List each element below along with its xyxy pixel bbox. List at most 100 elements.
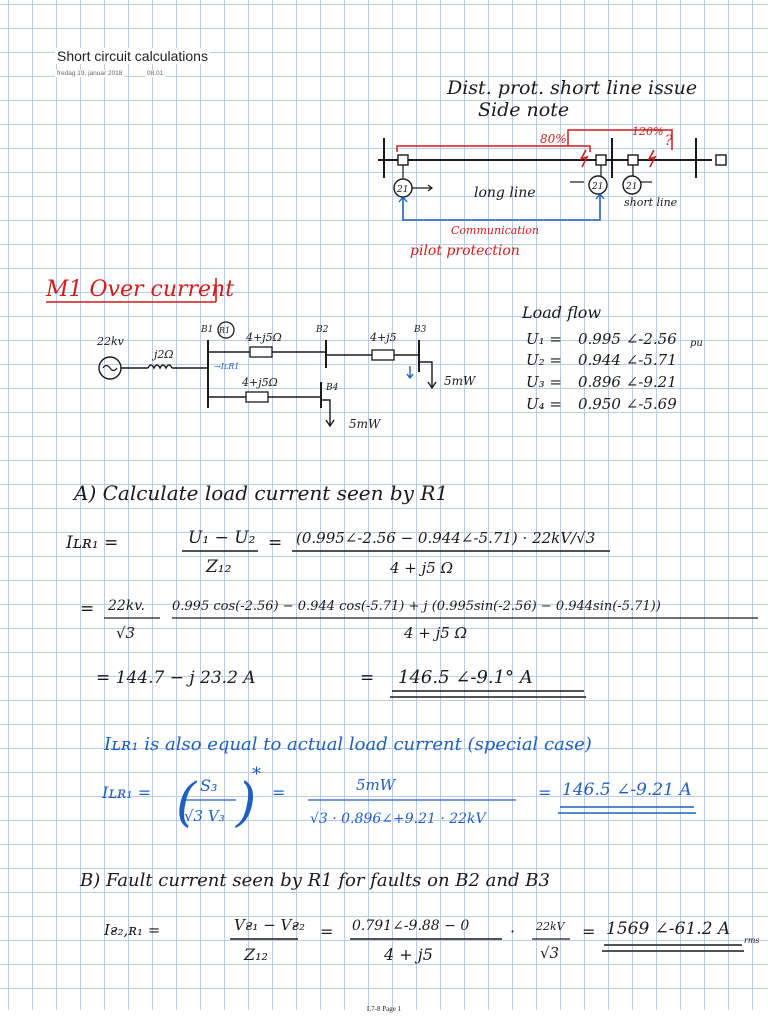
load-b4: 5mW (349, 417, 382, 431)
impedance-z14 (245, 391, 269, 403)
part-b-frac1-num: Vғ₁ − Vғ₂ (234, 916, 305, 934)
circuit-diagram: 22kv j2Ω B1 R1 B2 B3 B4 4+j5Ω →IʟR1 4+j5 (96, 321, 477, 431)
bus-b2-label: B2 (315, 325, 329, 335)
source-impedance: j2Ω (151, 348, 174, 361)
load-flow-row: U₂ = 0.944 ∠-5.71 (526, 351, 677, 369)
part-a-line2-pre-den: √3 (116, 624, 135, 642)
svg-text:U₁ =: U₁ = (526, 330, 562, 348)
long-line-label: long line (474, 185, 536, 201)
impedance-z14-label: 4+j5Ω (241, 376, 278, 389)
part-a-note-statement: Iʟʀ₁ is also equal to actual load curren… (103, 734, 592, 755)
fault-mark-1 (579, 149, 589, 168)
svg-text:pu: pu (690, 338, 703, 349)
reach-80-label: 80% (540, 132, 567, 146)
bus-b3-label: B3 (413, 325, 427, 335)
part-b-frac3-num: 22kV (535, 920, 566, 933)
breaker-4 (715, 154, 727, 166)
load-flow-row: U₁ = 0.995 ∠-2.56 pu (526, 330, 703, 349)
bus-b1-label: B1 (200, 325, 213, 335)
breaker-3 (627, 154, 639, 166)
svg-text:U₄ =: U₄ = (526, 395, 562, 413)
source-reactance (147, 364, 173, 370)
svg-text:0.950 ∠-5.69: 0.950 ∠-5.69 (578, 395, 677, 413)
part-b-frac2-den: 4 + j5 (383, 945, 433, 964)
reach-120-label: 120% (632, 125, 663, 138)
impedance-z23 (371, 349, 395, 361)
impedance-z23-label: 4+j5 (369, 331, 397, 344)
breaker-2 (595, 154, 607, 166)
svg-text:U₂ =: U₂ = (526, 351, 562, 369)
part-a-note-lhs: Iʟʀ₁ = (101, 783, 151, 802)
part-a-heading: A) Calculate load current seen by R1 (72, 481, 448, 505)
pilot-link (402, 194, 601, 221)
bus-b4-label: B4 (325, 383, 339, 393)
part-a-note-eq2: = (538, 783, 551, 802)
part-b: B) Fault current seen by R1 for faults o… (79, 870, 760, 964)
fault-mark-2 (647, 149, 657, 168)
source-voltage: 22kv (96, 335, 125, 348)
load-flow-title: Load flow (521, 303, 601, 322)
current-label: →IʟR1 (214, 362, 239, 371)
part-a-line3-eq: = (360, 668, 374, 688)
load-b3: 5mW (444, 374, 477, 388)
svg-text:0.995 ∠-2.56: 0.995 ∠-2.56 (578, 330, 677, 348)
svg-text:): ) (235, 773, 256, 833)
reach-80-bracket (396, 145, 591, 152)
part-a-note-star: * (252, 764, 261, 785)
part-a-line2-pre-num: 22kv. (107, 598, 145, 614)
load-flow-row: U₃ = 0.896 ∠-9.21 (526, 373, 677, 391)
part-a-note: Iʟʀ₁ is also equal to actual load curren… (101, 734, 696, 833)
part-a-frac2-num: (0.995∠-2.56 − 0.944∠-5.71) · 22kV/√3 (296, 529, 595, 547)
part-b-lhs: Iғ₂,ʀ₁ = (103, 921, 160, 939)
part-b-frac1-den: Z₁₂ (243, 945, 268, 964)
load-flow-row: U₄ = 0.950 ∠-5.69 (526, 395, 677, 413)
load-flow: Load flow U₁ = 0.995 ∠-2.56 pu U₂ = 0.94… (521, 303, 703, 413)
side-note-title: Dist. prot. short line issue (446, 77, 697, 99)
part-a-lhs: Iʟʀ₁ = (65, 533, 118, 553)
section-heading-m1: M1 Over current (45, 277, 234, 302)
svg-text:0.896 ∠-9.21: 0.896 ∠-9.21 (578, 373, 677, 391)
svg-text:U₃ =: U₃ = (526, 373, 562, 391)
part-b-eq: = (320, 922, 333, 941)
relay-21-right (622, 175, 642, 195)
side-note-subtitle: Side note (478, 99, 569, 121)
part-a-note-frac-num: 5mW (356, 776, 397, 794)
short-line-label: short line (624, 196, 678, 209)
part-b-dot: · (510, 922, 515, 941)
page-footer: L7-8 Page 1 (366, 1005, 402, 1013)
svg-text:0.944 ∠-5.71: 0.944 ∠-5.71 (578, 351, 677, 369)
part-a-frac1-num: U₁ − U₂ (188, 528, 256, 548)
reach-120-bracket (567, 129, 673, 150)
pilot-protection-label: pilot protection (410, 243, 520, 259)
relay-21-mid (588, 175, 608, 195)
part-a-note-result: 146.5 ∠-9.21 A (562, 780, 692, 800)
page-time: 08.01 (145, 70, 166, 77)
part-a-note-eq: = (272, 783, 285, 802)
part-a: A) Calculate load current seen by R1 Iʟʀ… (65, 481, 758, 698)
part-a-note-frac-den: √3 · 0.896∠+9.21 · 22kV (310, 811, 488, 827)
part-b-eq2: = (582, 922, 595, 941)
part-a-frac1-den: Z₁₂ (205, 557, 232, 577)
breaker-1 (397, 154, 409, 166)
svg-text:(: ( (176, 773, 198, 833)
part-b-result-sub: rms (744, 936, 760, 945)
part-a-line2-den: 4 + j5 Ω (403, 624, 467, 642)
side-note: Dist. prot. short line issue Side note 8… (378, 77, 727, 259)
page-title: Short circuit calculations (55, 48, 210, 64)
question-mark: ? (665, 133, 673, 149)
relay-21-left-label: 21 (396, 185, 408, 195)
part-a-line3: = 144.7 − j 23.2 A (96, 668, 256, 688)
part-a-frac2-den: 4 + j5 Ω (389, 559, 453, 577)
relay-r1 (217, 321, 235, 339)
impedance-z12 (249, 346, 273, 358)
communication-label: Communication (451, 224, 539, 237)
part-b-frac2-num: 0.791∠-9.88 − 0 (352, 918, 469, 934)
part-a-eq: = (268, 533, 282, 553)
part-a-line2-eq: = (80, 599, 94, 619)
page-date: fredag 19. januar 2018 (55, 70, 125, 77)
relay-21-mid-label: 21 (591, 182, 603, 192)
relay-r1-label: R1 (218, 326, 230, 335)
relay-21-right-label: 21 (625, 182, 637, 192)
part-a-result: 146.5 ∠-9.1° A (398, 667, 533, 688)
